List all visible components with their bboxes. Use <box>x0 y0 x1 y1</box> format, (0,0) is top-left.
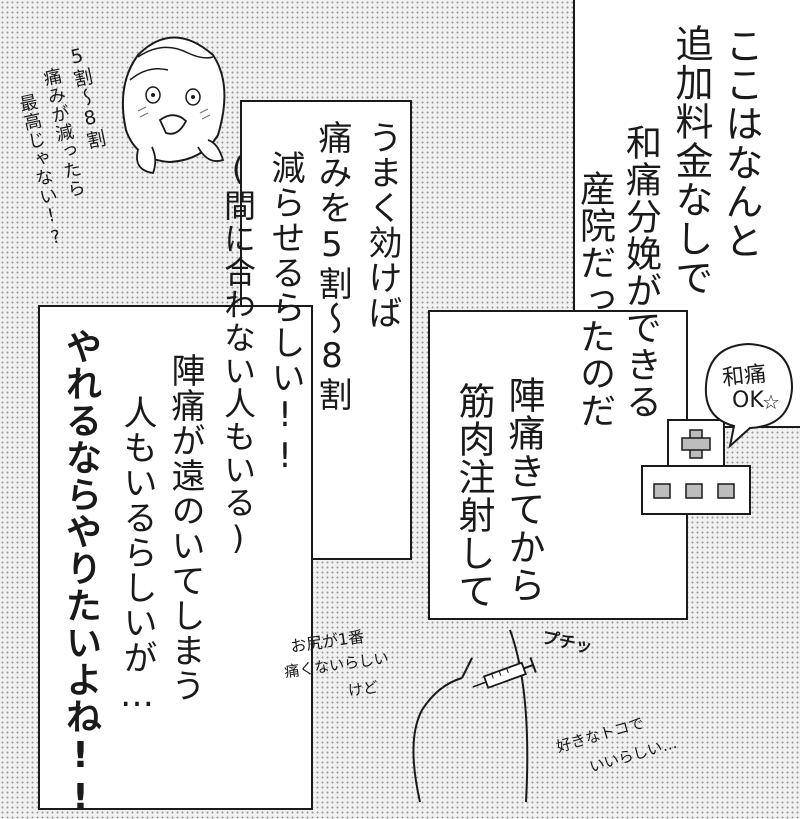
right-top-line-4: 産院だったのだ <box>574 170 615 429</box>
left-line-1: 陣痛が遠のいてしまう <box>165 353 205 703</box>
star-icon: ☆ <box>762 390 780 414</box>
hospital-icon <box>641 419 751 515</box>
right-top-line-1: ここはなんと <box>719 26 763 260</box>
panel-right-mid-cover <box>575 312 686 429</box>
middle-line-1: うまく効けば <box>362 120 402 330</box>
injection-note-line-3: けど <box>346 677 380 700</box>
right-mid-line-1: 陣痛きてから <box>502 376 545 604</box>
buttock-outline <box>412 629 529 803</box>
speech-bubble <box>704 342 794 449</box>
left-emphasis: やれるならやりたいよね!! <box>60 328 101 819</box>
right-mid-line-2: 筋肉注射して <box>452 382 495 610</box>
right-top-line-2: 追加料金なしで <box>669 24 713 297</box>
right-top-line-3: 和痛分娩ができる <box>620 124 661 420</box>
middle-line-3: 減らせるらしい!! <box>265 150 305 477</box>
panel-left-cover <box>242 307 311 558</box>
middle-line-4: (間に合わない人もいる) <box>219 150 257 558</box>
middle-line-2: 痛みを5割〜8割 <box>312 120 352 412</box>
hospital-bubble-line-1: 和痛 <box>721 361 768 392</box>
left-line-2: 人もいるらしいが… <box>117 395 157 716</box>
hospital-bubble-line-2: OK <box>732 388 764 413</box>
syringe-icon <box>472 657 537 689</box>
character-face-icon <box>121 36 226 174</box>
